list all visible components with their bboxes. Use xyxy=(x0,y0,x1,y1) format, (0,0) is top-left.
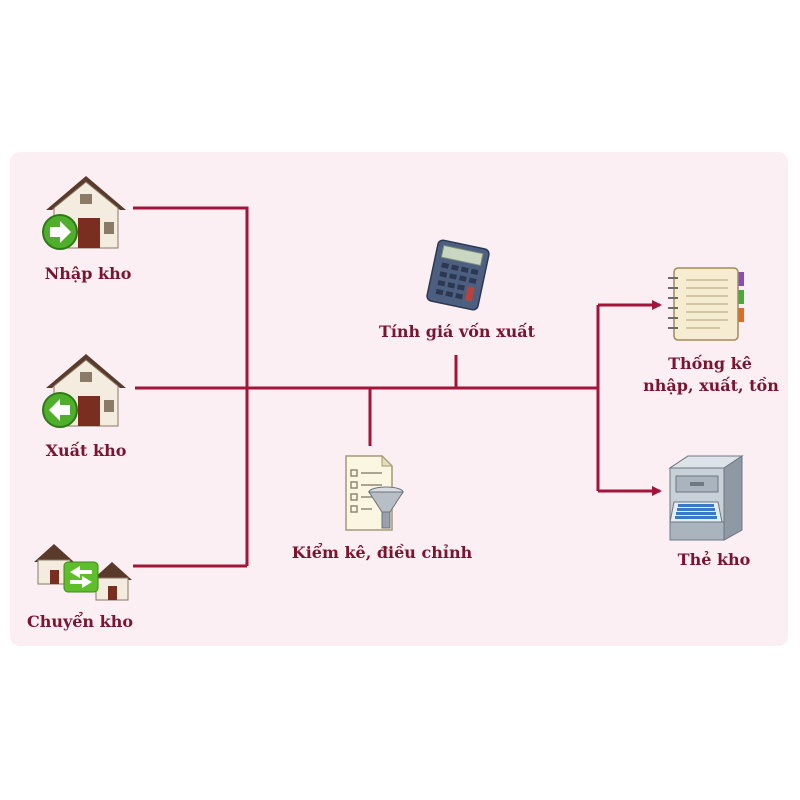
label-kiem-ke: Kiểm kê, điều chỉnh xyxy=(291,543,473,562)
house-transfer-icon[interactable] xyxy=(32,540,132,602)
label-thong-ke-line1: Thống kê xyxy=(668,354,752,373)
label-tinh-gia: Tính giá vốn xuất xyxy=(378,322,536,341)
label-nhap-kho: Nhập kho xyxy=(44,264,132,283)
label-thong-ke-line2: nhập, xuất, tồn xyxy=(643,376,779,395)
notebook-icon[interactable] xyxy=(664,264,754,344)
label-the-kho: Thẻ kho xyxy=(677,550,751,569)
house-enter-icon[interactable] xyxy=(40,172,130,252)
label-xuat-kho: Xuất kho xyxy=(45,441,127,460)
calculator-icon[interactable] xyxy=(420,238,496,312)
connector-nhap-kho xyxy=(133,206,249,566)
checklist-funnel-icon[interactable] xyxy=(342,452,404,534)
file-cabinet-icon[interactable] xyxy=(668,452,748,542)
label-chuyen-kho: Chuyển kho xyxy=(26,612,134,631)
diagram-panel xyxy=(10,152,788,646)
house-exit-icon[interactable] xyxy=(40,350,130,430)
